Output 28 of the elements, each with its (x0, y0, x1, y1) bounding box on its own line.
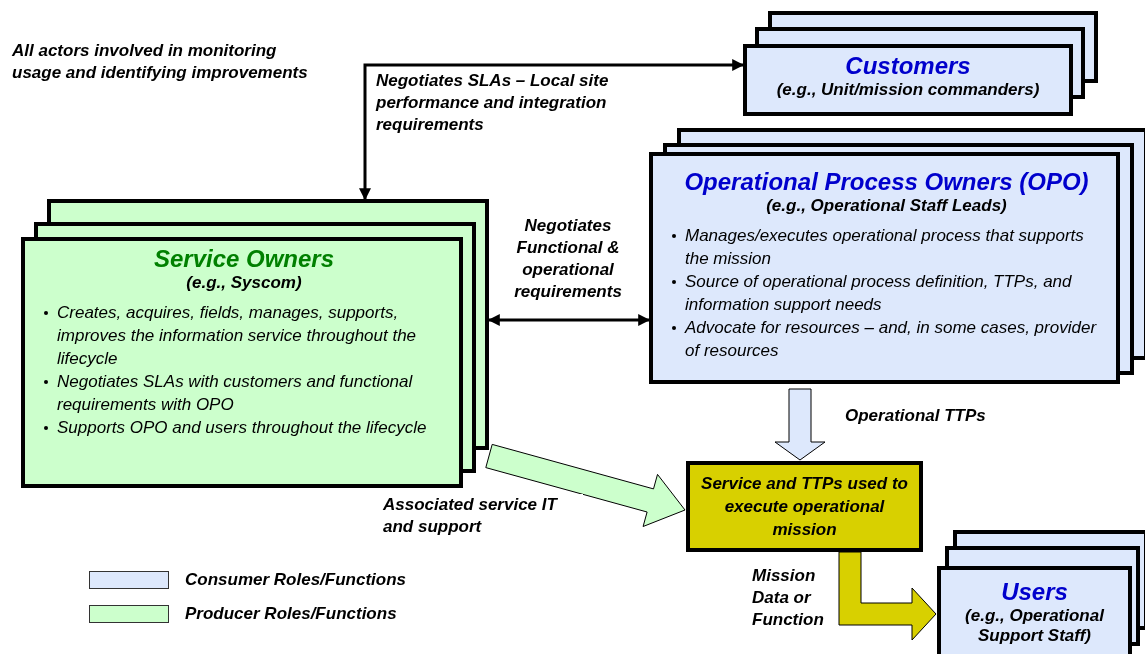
block-arrow (774, 388, 826, 461)
card-title: Users (1001, 578, 1068, 606)
service-owners-card (21, 237, 463, 488)
note-text: All actors involved in monitoring usage and identifying improvements (12, 40, 309, 84)
card-title: Customers (845, 52, 971, 80)
legend-label: Consumer Roles/Functions (185, 569, 407, 591)
edge-label: Associated service IT and support (383, 494, 583, 538)
legend-label: Producer Roles/Functions (185, 603, 397, 625)
bullet-item: Supports OPO and users throughout the lifecycle (39, 416, 449, 439)
box-text: Service and TTPs used to execute operational mission (700, 473, 909, 541)
bullet-item: Manages/executes operational process that supports the mission (667, 224, 1106, 270)
card-subtitle: (e.g., Unit/mission commanders) (776, 79, 1040, 100)
card-subtitle: (e.g., Operational Staff Leads) (766, 195, 1007, 216)
customers-card (743, 44, 1073, 116)
process-box (686, 461, 923, 552)
users-card (937, 566, 1132, 654)
card-title: Operational Process Owners (OPO) (684, 168, 1089, 196)
bullet-item: Source of operational process definition, TTPs, and information support needs (667, 270, 1106, 316)
bullet-item: Creates, acquires, fields, manages, supports, improves the information service throughout the lifecycle (39, 301, 449, 370)
arrow (359, 59, 745, 201)
block-arrow (838, 551, 937, 641)
card-subtitle: (e.g., Syscom) (186, 272, 302, 293)
block-arrow (485, 443, 686, 527)
card-subtitle: (e.g., Operational Support Staff) (964, 605, 1106, 647)
bullet-item: Advocate for resources – and, in some cases, provider of resources (667, 316, 1106, 362)
process-owners-card (649, 152, 1120, 384)
card-title: Service Owners (153, 245, 335, 273)
bullet-item: Negotiates SLAs with customers and functional requirements with OPO (39, 370, 449, 416)
